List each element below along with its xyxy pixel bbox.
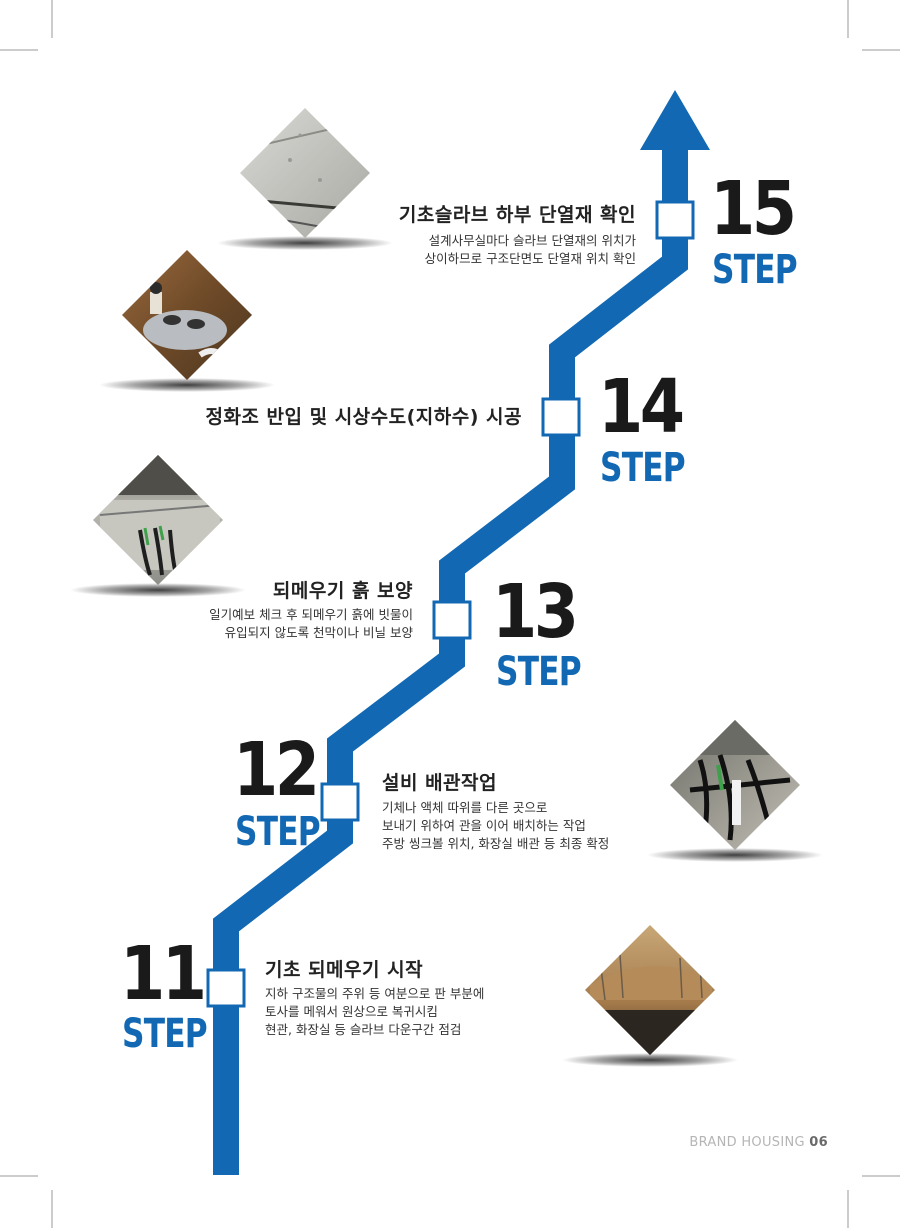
step-14-label: STEP [600,445,686,491]
photo-shadow [70,583,246,597]
step-11-label: STEP [122,1011,208,1057]
brand-name: BRAND HOUSING [689,1135,805,1150]
step-marker [655,200,695,240]
photo-shadow [99,378,275,392]
step-marker [432,600,472,640]
step-15-desc: 설계사무실마다 슬라브 단열재의 위치가 상이하므로 구조단면도 단열재 위치 … [424,233,636,266]
photo-shadow [217,236,393,250]
step-11-desc: 지하 구조물의 주위 등 여분으로 판 부분에 토사를 메워서 원상으로 복귀시… [265,986,485,1037]
step-11-title: 기초 되메우기 시작 [265,959,424,981]
step-14-number: 14 [598,364,685,450]
step-13-number: 13 [492,569,579,655]
step-15-number: 15 [710,166,797,252]
step-15-title: 기초슬라브 하부 단열재 확인 [398,204,636,226]
step-marker [206,968,246,1008]
step-13-title: 되메우기 흙 보양 [272,580,413,602]
photo-backfill-cover [93,455,223,585]
step-12-number: 12 [233,727,320,813]
photo-septic-tank [122,250,252,380]
step-12-label: STEP [235,809,321,855]
step-12-desc: 기체나 액체 따위를 다른 곳으로 보내기 위하여 관을 이어 배치하는 작업 … [382,800,610,851]
step-marker [541,397,581,437]
photo-plumbing [670,720,800,850]
page-footer: BRAND HOUSING 06 [689,1135,828,1150]
page-number: 06 [809,1135,828,1150]
arrow-head [640,90,710,150]
step-11-number: 11 [120,931,207,1017]
photo-slab-insulation [240,108,370,238]
step-14-title: 정화조 반입 및 시상수도(지하수) 시공 [205,406,522,428]
photo-shadow [562,1053,738,1067]
step-13-desc: 일기예보 체크 후 되메우기 흙에 빗물이 유입되지 않도록 천막이나 비닐 보… [209,607,413,640]
step-15-label: STEP [712,247,798,293]
step-marker [320,782,360,822]
photo-backfill-soil [585,925,715,1055]
step-13-label: STEP [496,649,582,695]
photo-shadow [647,848,823,862]
step-12-title: 설비 배관작업 [382,772,497,794]
